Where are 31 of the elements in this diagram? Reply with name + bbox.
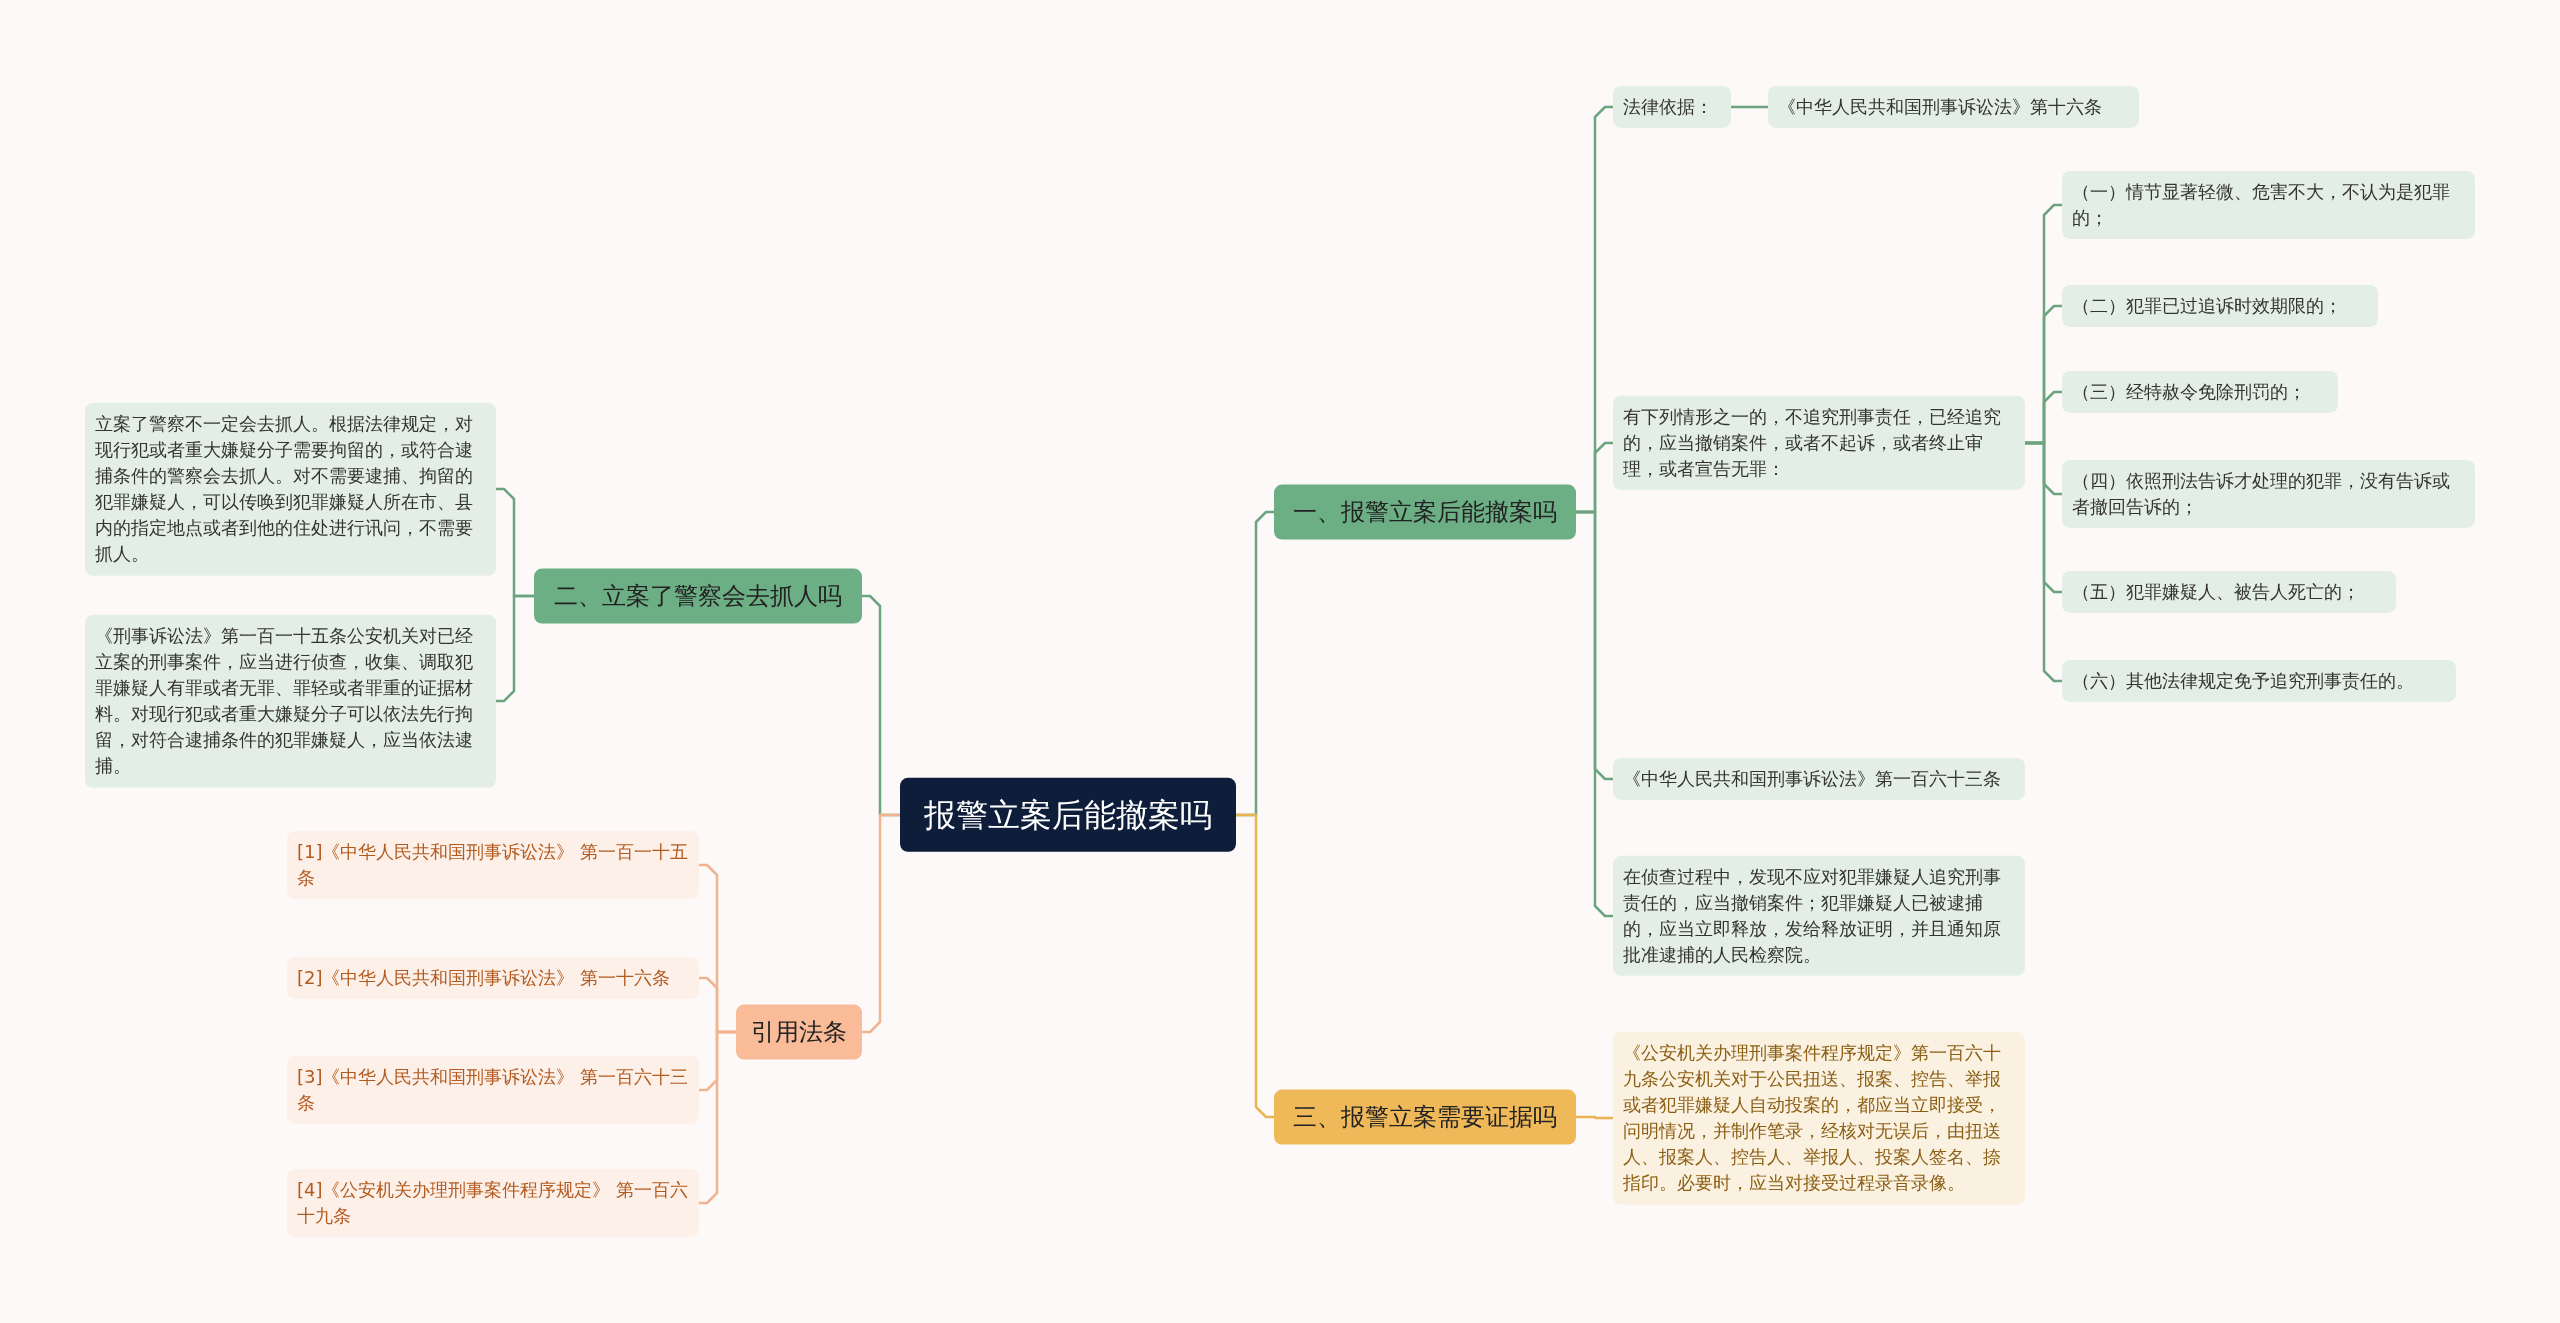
connector-line bbox=[1731, 105, 1768, 109]
leaf-topic: [3]《中华人民共和国刑事诉讼法》 第一百六十三条 bbox=[287, 1055, 699, 1125]
branch-topic: 二、立案了警察会去抓人吗 bbox=[534, 568, 862, 624]
leaf-topic: 立案了警察不一定会去抓人。根据法律规定，对现行犯或者重大嫌疑分子需要拘留的，或符合逮捕条件的警察会去抓人。对不需要逮捕、拘留的犯罪嫌疑人，可以传唤到犯罪嫌疑人所在市、县内的指定地点或者到他的住处进行讯问，不需要抓人。 bbox=[85, 402, 496, 576]
connector-line bbox=[496, 594, 534, 703]
leaf-topic: 在侦查过程中，发现不应对犯罪嫌疑人追究刑事责任的，应当撤销案件；犯罪嫌疑人已被逮捕的，应当立即释放，发给释放证明，并且通知原批准逮捕的人民检察院。 bbox=[1613, 855, 2025, 977]
leaf-topic: （一）情节显著轻微、危害不大，不认为是犯罪的； bbox=[2062, 170, 2475, 240]
leaf-topic: （四）依照刑法告诉才处理的犯罪，没有告诉或者撤回告诉的； bbox=[2062, 459, 2475, 529]
leaf-topic: [2]《中华人民共和国刑事诉讼法》 第一十六条 bbox=[287, 956, 699, 1000]
leaf-topic: 法律依据： bbox=[1613, 85, 1731, 129]
connector-line bbox=[1576, 1115, 1613, 1120]
connector-line bbox=[1576, 510, 1613, 918]
leaf-topic: （五）犯罪嫌疑人、被告人死亡的； bbox=[2062, 570, 2396, 614]
leaf-topic: （二）犯罪已过追诉时效期限的； bbox=[2062, 284, 2378, 328]
leaf-topic: [1]《中华人民共和国刑事诉讼法》 第一百一十五条 bbox=[287, 830, 699, 900]
connector-line bbox=[1236, 813, 1274, 1119]
connector-line bbox=[2025, 441, 2062, 683]
leaf-topic: [4]《公安机关办理刑事案件程序规定》 第一百六十九条 bbox=[287, 1168, 699, 1238]
connector-line bbox=[699, 1030, 736, 1205]
leaf-topic: 《中华人民共和国刑事诉讼法》第一百六十三条 bbox=[1613, 757, 2025, 801]
branch-topic: 引用法条 bbox=[736, 1004, 862, 1060]
central-topic: 报警立案后能撤案吗 bbox=[900, 777, 1236, 853]
leaf-topic: （三）经特赦令免除刑罚的； bbox=[2062, 370, 2338, 414]
leaf-topic: 有下列情形之一的，不追究刑事责任，已经追究的，应当撤销案件，或者不起诉，或者终止审理，或者宣告无罪： bbox=[1613, 395, 2025, 491]
branch-topic: 三、报警立案需要证据吗 bbox=[1274, 1089, 1576, 1145]
leaf-topic: 《中华人民共和国刑事诉讼法》第十六条 bbox=[1768, 85, 2139, 129]
leaf-topic: 《刑事诉讼法》第一百一十五条公安机关对已经立案的刑事案件，应当进行侦查，收集、调取犯罪嫌疑人有罪或者无罪、罪轻或者罪重的证据材料。对现行犯或者重大嫌疑分子可以依法先行拘留，对符合逮捕条件的犯罪嫌疑人，应当依法逮捕。 bbox=[85, 614, 496, 788]
branch-topic: 一、报警立案后能撤案吗 bbox=[1274, 484, 1576, 540]
leaf-topic: （六）其他法律规定免予追究刑事责任的。 bbox=[2062, 659, 2456, 703]
connector-line bbox=[862, 813, 900, 1034]
leaf-topic: 《公安机关办理刑事案件程序规定》第一百六十九条公安机关对于公民扭送、报案、控告、举报或者犯罪嫌疑人自动投案的，都应当立即接受，问明情况，并制作笔录，经核对无误后，由扭送人、报案人、控告人、举报人、投案人签名、捺指印。必要时，应当对接受过程录音录像。 bbox=[1613, 1031, 2025, 1205]
